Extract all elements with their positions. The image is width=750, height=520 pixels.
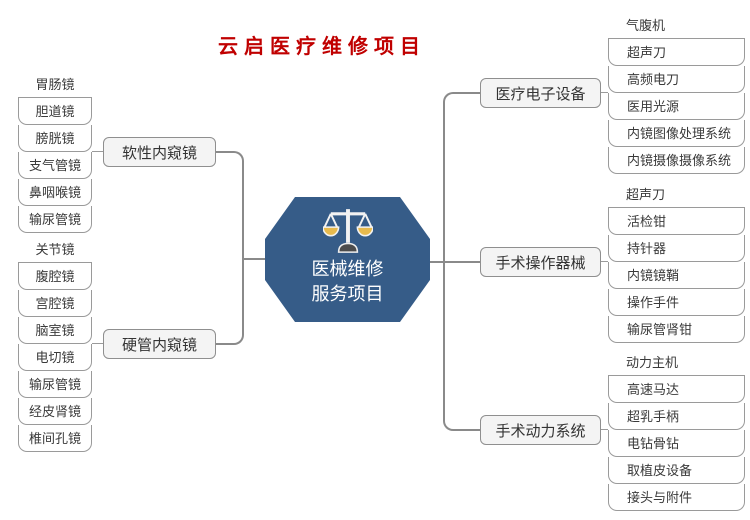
branch-rigid-endoscope[interactable]: 硬管内窥镜 — [103, 329, 216, 359]
central-topic-line2: 服务项目 — [311, 284, 384, 304]
leaf-group-surgical-power: 动力主机高速马达超乳手柄电钻骨钻取植皮设备接头与附件 — [608, 349, 745, 511]
leaf-group-surgical-instruments: 超声刀活检钳持针器内镜镜鞘操作手件输尿管肾钳 — [608, 181, 745, 343]
leaf-label: 支气管镜 — [28, 158, 81, 173]
leaf-label: 超声刀 — [627, 45, 667, 60]
leaf-node[interactable]: 操作手件 — [608, 289, 745, 316]
leaf-label: 宫腔镜 — [35, 296, 75, 311]
leaf-node[interactable]: 脑室镜 — [18, 317, 92, 344]
leaf-node[interactable]: 超乳手柄 — [608, 403, 745, 430]
leaf-label: 鼻咽喉镜 — [28, 185, 81, 200]
leaf-node[interactable]: 活检钳 — [608, 208, 745, 235]
branch-surgical-power[interactable]: 手术动力系统 — [480, 415, 601, 445]
branch-surgical-instruments[interactable]: 手术操作器械 — [480, 247, 601, 277]
branch-label: 软性内窥镜 — [121, 144, 197, 162]
leaf-label: 膀胱镜 — [35, 131, 75, 146]
leaf-label: 输尿管肾钳 — [627, 322, 693, 337]
branch-label: 硬管内窥镜 — [121, 336, 197, 354]
leaf-label: 接头与附件 — [627, 490, 693, 505]
leaf-label: 动力主机 — [626, 355, 679, 370]
branch-label: 手术动力系统 — [495, 422, 586, 440]
connector-stub-medical-electronics — [601, 92, 608, 93]
balance-scale-icon — [322, 209, 373, 253]
connector-right-top — [443, 92, 480, 262]
branch-label: 医疗电子设备 — [495, 85, 586, 103]
leaf-node[interactable]: 腹腔镜 — [18, 263, 92, 290]
leaf-label: 胆道镜 — [35, 104, 75, 119]
leaf-node[interactable]: 高频电刀 — [608, 66, 745, 93]
leaf-label: 高速马达 — [627, 382, 680, 397]
leaf-label: 输尿管镜 — [28, 377, 81, 392]
leaf-label: 取植皮设备 — [627, 463, 693, 478]
connector-right-bottom — [443, 262, 480, 431]
branch-medical-electronics[interactable]: 医疗电子设备 — [480, 78, 601, 108]
branch-soft-endoscope[interactable]: 软性内窥镜 — [103, 137, 216, 167]
leaf-label: 持针器 — [627, 241, 667, 256]
leaf-label: 高频电刀 — [627, 72, 680, 87]
leaf-label: 经皮肾镜 — [28, 404, 81, 419]
leaf-node[interactable]: 经皮肾镜 — [18, 398, 92, 425]
connector-stub-rigid-endoscope — [92, 343, 103, 344]
leaf-label: 电钻骨钻 — [627, 436, 680, 451]
leaf-label: 腹腔镜 — [35, 269, 75, 284]
connector-stub-soft-endoscope — [92, 151, 103, 152]
connector-stub-surgical-instruments — [601, 261, 608, 262]
leaf-node[interactable]: 内镜图像处理系统 — [608, 120, 745, 147]
leaf-label: 电切镜 — [35, 350, 75, 365]
leaf-label: 医用光源 — [627, 99, 680, 114]
leaf-node[interactable]: 膀胱镜 — [18, 125, 92, 152]
central-topic-line1: 医械维修 — [311, 259, 384, 279]
leaf-label: 胃肠镜 — [35, 77, 75, 92]
leaf-node[interactable]: 气腹机 — [608, 12, 745, 39]
leaf-label: 气腹机 — [626, 18, 666, 33]
leaf-node[interactable]: 高速马达 — [608, 376, 745, 403]
leaf-node[interactable]: 内镜摄像摄像系统 — [608, 147, 745, 174]
leaf-label: 输尿管镜 — [28, 212, 81, 227]
leaf-label: 关节镜 — [35, 242, 75, 257]
leaf-group-rigid-endoscope: 关节镜腹腔镜宫腔镜脑室镜电切镜输尿管镜经皮肾镜椎间孔镜 — [18, 236, 92, 452]
leaf-node[interactable]: 持针器 — [608, 235, 745, 262]
leaf-node[interactable]: 医用光源 — [608, 93, 745, 120]
leaf-node[interactable]: 取植皮设备 — [608, 457, 745, 484]
central-topic[interactable]: 医械维修 服务项目 — [265, 197, 430, 322]
leaf-node[interactable]: 内镜镜鞘 — [608, 262, 745, 289]
connector-right-center — [430, 261, 480, 263]
leaf-node[interactable]: 输尿管镜 — [18, 371, 92, 398]
leaf-label: 脑室镜 — [35, 323, 75, 338]
leaf-node[interactable]: 电钻骨钻 — [608, 430, 745, 457]
leaf-label: 椎间孔镜 — [28, 431, 81, 446]
leaf-label: 内镜图像处理系统 — [627, 126, 732, 141]
leaf-node[interactable]: 宫腔镜 — [18, 290, 92, 317]
connector-left-bottom — [216, 259, 244, 345]
leaf-label: 内镜镜鞘 — [627, 268, 680, 283]
connector-left-top — [216, 151, 244, 259]
connector-left-center — [244, 258, 266, 260]
connector-stub-surgical-power — [601, 429, 608, 430]
leaf-node[interactable]: 胃肠镜 — [18, 71, 92, 98]
leaf-group-medical-electronics: 气腹机超声刀高频电刀医用光源内镜图像处理系统内镜摄像摄像系统 — [608, 12, 745, 174]
leaf-node[interactable]: 胆道镜 — [18, 98, 92, 125]
leaf-node[interactable]: 电切镜 — [18, 344, 92, 371]
map-title: 云启医疗维修项目 — [218, 36, 426, 58]
leaf-node[interactable]: 关节镜 — [18, 236, 92, 263]
leaf-label: 内镜摄像摄像系统 — [627, 153, 732, 168]
leaf-node[interactable]: 动力主机 — [608, 349, 745, 376]
leaf-label: 活检钳 — [627, 214, 667, 229]
leaf-node[interactable]: 输尿管镜 — [18, 206, 92, 233]
leaf-node[interactable]: 鼻咽喉镜 — [18, 179, 92, 206]
leaf-group-soft-endoscope: 胃肠镜胆道镜膀胱镜支气管镜鼻咽喉镜输尿管镜 — [18, 71, 92, 233]
leaf-node[interactable]: 支气管镜 — [18, 152, 92, 179]
leaf-node[interactable]: 输尿管肾钳 — [608, 316, 745, 343]
leaf-node[interactable]: 超声刀 — [608, 39, 745, 66]
leaf-label: 超声刀 — [626, 187, 666, 202]
leaf-node[interactable]: 超声刀 — [608, 181, 745, 208]
leaf-node[interactable]: 椎间孔镜 — [18, 425, 92, 452]
branch-label: 手术操作器械 — [495, 254, 586, 272]
leaf-label: 操作手件 — [627, 295, 680, 310]
leaf-node[interactable]: 接头与附件 — [608, 484, 745, 511]
leaf-label: 超乳手柄 — [627, 409, 680, 424]
